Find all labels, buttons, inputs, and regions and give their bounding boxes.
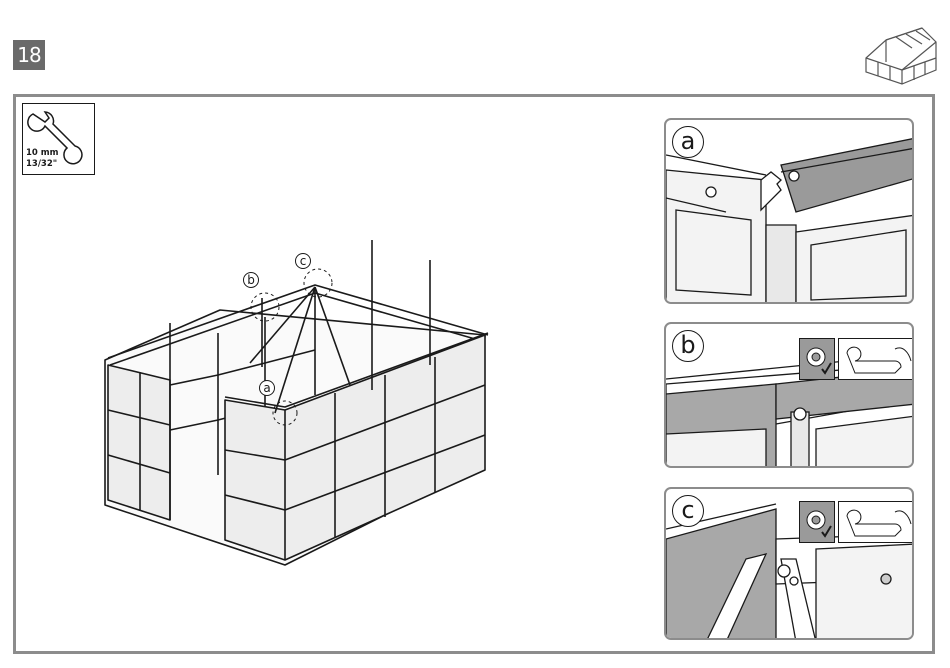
tool-requirement: 10 mm 13/32" [22,103,95,175]
nut-icon [799,501,835,543]
greenhouse-assembly-illustration [100,235,520,575]
detail-a-label: a [672,126,704,158]
nut-icon [799,338,835,380]
wrench-action-icon [838,501,914,543]
callout-b: b [243,272,259,288]
callout-a: a [259,380,275,396]
step-number: 18 [13,40,45,70]
greenhouse-icon [862,18,938,86]
detail-c: c [664,487,914,640]
detail-a-illustration [666,120,914,304]
detail-b: b [664,322,914,468]
detail-c-label: c [672,495,704,527]
detail-b-label: b [672,330,704,362]
wrench-size-imperial: 13/32" [26,159,57,169]
callout-c: c [295,253,311,269]
wrench-size-metric: 10 mm [26,148,59,158]
wrench-action-icon [838,338,914,380]
detail-a: a [664,118,914,304]
